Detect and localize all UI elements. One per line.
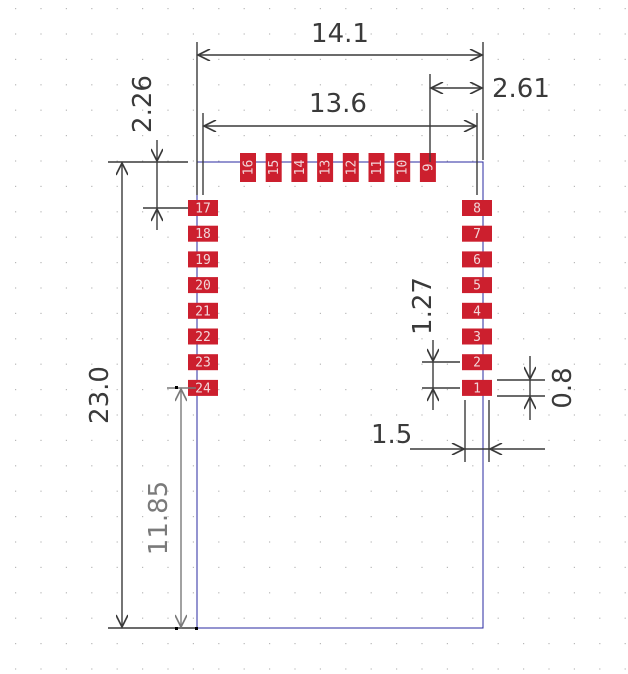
module-outline: [196, 161, 484, 629]
right-pad-column: 8 7 6 5 4 3 2 1: [462, 200, 492, 396]
pad-number: 7: [473, 227, 481, 242]
pad-number: 4: [473, 304, 481, 319]
pad-number: 13: [319, 160, 334, 176]
pad: [462, 200, 492, 216]
pad: [394, 153, 411, 182]
pad: [317, 153, 334, 182]
pad-number: 10: [396, 160, 411, 176]
pad-number: 21: [195, 304, 211, 319]
pad: [462, 379, 492, 396]
pad-number: 15: [267, 160, 282, 176]
overall-height-label: 23.0: [85, 366, 115, 424]
pad: [188, 225, 218, 242]
pad-number: 16: [242, 160, 257, 176]
pad-number: 19: [195, 253, 211, 268]
pad: [368, 153, 385, 182]
pad-number: 18: [195, 227, 211, 242]
reference-points: [175, 386, 198, 630]
pad: [462, 302, 492, 319]
pad-number: 12: [344, 160, 359, 176]
pad: [188, 251, 218, 268]
pad-number: 6: [473, 253, 481, 268]
pad-number: 17: [195, 202, 211, 217]
top-offset-label: 2.26: [128, 75, 158, 133]
pad-number: 5: [473, 279, 481, 294]
top-pad-row: 16 15 14 13 12 11 10 9: [240, 153, 436, 182]
pad: [462, 225, 492, 242]
pad: [188, 277, 218, 294]
pad: [188, 302, 218, 319]
pad-number: 3: [473, 330, 481, 345]
pad-number: 22: [195, 330, 211, 345]
dimension-lines: [108, 42, 545, 628]
pad-number: 20: [195, 279, 211, 294]
pad-number: 9: [421, 164, 436, 172]
pad-length-label: 1.5: [371, 420, 412, 450]
pad: [419, 153, 436, 182]
pad: [462, 354, 492, 371]
overall-width-label: 14.1: [311, 19, 369, 49]
pad: [462, 251, 492, 268]
pad: [188, 354, 218, 371]
pad: [188, 328, 218, 345]
pad: [265, 153, 282, 182]
pad: [462, 328, 492, 345]
pad-pitch-label: 1.27: [408, 277, 438, 335]
pad-number: 8: [473, 202, 481, 217]
pad: [462, 277, 492, 294]
pad-number: 1: [473, 381, 481, 396]
pad: [240, 153, 256, 182]
pad-width-label: 0.8: [548, 367, 578, 408]
pad-number: 23: [195, 356, 211, 371]
left-pad-column: 17 18 19 20 21 22 23 24: [188, 200, 218, 396]
pad-number: 2: [473, 356, 481, 371]
pad-number: 24: [195, 381, 211, 396]
dimension-lines-secondary: [167, 388, 196, 627]
pad: [188, 200, 218, 216]
half-height-label: 11.85: [144, 481, 174, 555]
pad-span-width-label: 13.6: [309, 89, 367, 119]
pad-number: 14: [293, 160, 308, 176]
pad: [291, 153, 308, 182]
pad: [188, 379, 218, 396]
pad: [342, 153, 359, 182]
edge-offset-label: 2.61: [492, 74, 550, 104]
pad-number: 11: [370, 160, 385, 176]
